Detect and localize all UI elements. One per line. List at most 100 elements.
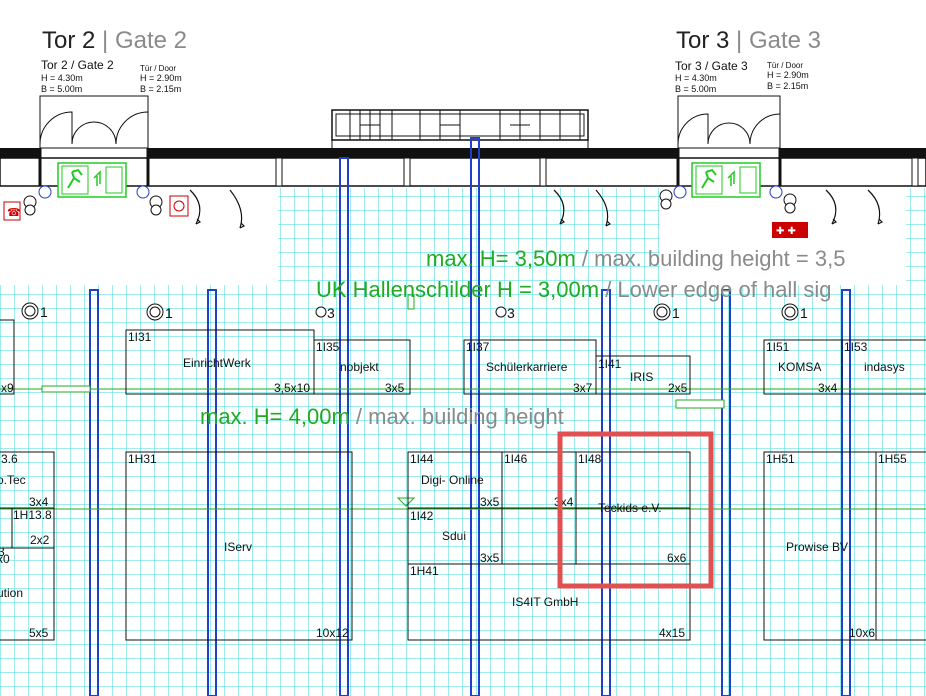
svg-text:1: 1 [165, 305, 173, 321]
height-note-mid: max. H= 4,00m / max. building height [200, 404, 564, 429]
booth-1H51: 1H51 Prowise BV [763, 451, 877, 641]
svg-text:✚ ✚: ✚ ✚ [776, 226, 796, 237]
svg-text:B = 2.15m: B = 2.15m [767, 81, 808, 91]
booth-1I35: 1I35 nobjekt 3x5 [313, 339, 411, 395]
svg-text:1I37: 1I37 [466, 340, 490, 354]
svg-text:H = 4.30m: H = 4.30m [675, 73, 717, 83]
svg-text:1I41: 1I41 [598, 357, 622, 371]
booth-teckids: Teckids e.V. 6x6 [575, 501, 691, 565]
booth-left-h13: 1H13.8 2x2 [11, 507, 55, 549]
booth-1I44: 1I44 Digi- Online [407, 451, 503, 509]
svg-text:max. H= 3,50m / max. building: max. H= 3,50m / max. building height = 3… [426, 246, 845, 271]
booth-1H55: 1H55 10x6 [849, 451, 926, 641]
booth-1I51: 1I51 KOMSA 3x4 [763, 339, 843, 395]
booth-1I42: 1I42 Sdui 3x5 [407, 507, 503, 565]
svg-text:3x5: 3x5 [385, 381, 405, 395]
svg-text:Schülerkarriere: Schülerkarriere [486, 360, 568, 374]
svg-text:3x7: 3x7 [573, 381, 593, 395]
svg-text:Tor 2 / Gate 2: Tor 2 / Gate 2 [41, 58, 114, 72]
height-note-sign-edge: UK Hallenschilder H = 3,00m / Lower edge… [316, 277, 831, 302]
svg-text:3x4: 3x4 [554, 495, 574, 509]
svg-text:Tor 3 / Gate 3: Tor 3 / Gate 3 [675, 59, 748, 73]
svg-text:indasys: indasys [864, 360, 905, 374]
svg-text:Tür / Door: Tür / Door [767, 61, 803, 70]
svg-text:max. H= 4,00m / max. building: max. H= 4,00m / max. building height [200, 404, 564, 429]
svg-text:Sdui: Sdui [442, 529, 466, 543]
column-markers: 1 1 3 3 1 1 [21, 302, 808, 321]
svg-text:1: 1 [800, 305, 808, 321]
svg-text:1H55: 1H55 [878, 452, 907, 466]
svg-text:EinrichtWerk: EinrichtWerk [183, 356, 252, 370]
svg-text:1I46: 1I46 [504, 452, 528, 466]
svg-text:2x2: 2x2 [30, 533, 50, 547]
booth-1I37: 1I37 Schülerkarriere 3x7 [463, 339, 597, 395]
svg-text:Tor 2 | Gate 2: Tor 2 | Gate 2 [42, 27, 187, 54]
gate-2-label: Tor 2 | Gate 2 Tor 2 / Gate 2 H = 4.30m … [41, 27, 187, 94]
svg-text:3x5: 3x5 [480, 551, 500, 565]
svg-text:10x12: 10x12 [316, 626, 349, 640]
svg-text:H = 2.90m: H = 2.90m [140, 73, 182, 83]
svg-text:o.Tec: o.Tec [0, 473, 26, 487]
sprinkler-icon [23, 185, 797, 216]
svg-text:10x6: 10x6 [849, 626, 875, 640]
svg-text:Teckids e.V.: Teckids e.V. [598, 501, 662, 515]
svg-text:2x5: 2x5 [668, 381, 688, 395]
svg-text:1I42: 1I42 [410, 509, 434, 523]
fire-extinguisher-icon [169, 195, 189, 217]
svg-text:1I44: 1I44 [410, 452, 434, 466]
gate-2-doors [39, 95, 149, 149]
svg-text:3,5x10: 3,5x10 [274, 381, 310, 395]
booth-1H41: 1H41 IS4IT GmbH 4x15 [407, 563, 691, 641]
svg-text:1H31: 1H31 [128, 452, 157, 466]
door-arc-icon [189, 189, 884, 229]
structural-columns [89, 137, 851, 696]
svg-text:1I35: 1I35 [316, 340, 340, 354]
svg-text:IServ: IServ [224, 540, 252, 554]
svg-text:1H13.8: 1H13.8 [13, 508, 52, 522]
svg-text:5x5: 5x5 [29, 626, 49, 640]
svg-text:1I31: 1I31 [128, 330, 152, 344]
svg-text:1I51: 1I51 [766, 340, 790, 354]
svg-text:H = 2.90m: H = 2.90m [767, 70, 809, 80]
grid-area [0, 188, 926, 696]
hall-wall [0, 148, 926, 187]
fire-extinguisher-icon: ☎ [3, 201, 21, 221]
svg-text:3x4: 3x4 [29, 495, 49, 509]
booth-1I41: 1I41 IRIS 2x5 [595, 355, 691, 395]
svg-text:1H51: 1H51 [766, 452, 795, 466]
svg-text:x9: x9 [1, 381, 14, 395]
svg-text:1I48: 1I48 [578, 452, 602, 466]
stair-structure [331, 109, 589, 148]
svg-text:6x6: 6x6 [667, 551, 687, 565]
svg-text:nobjekt: nobjekt [340, 360, 379, 374]
svg-text:☎: ☎ [7, 206, 21, 219]
svg-text:3x5: 3x5 [480, 495, 500, 509]
svg-text:1I53: 1I53 [844, 340, 868, 354]
svg-text:4x15: 4x15 [659, 626, 685, 640]
svg-text:Prowise BV: Prowise BV [786, 540, 848, 554]
svg-text:Digi- Online: Digi- Online [421, 473, 484, 487]
height-note-top: max. H= 3,50m / max. building height = 3… [426, 246, 845, 271]
guide-lines [0, 294, 926, 510]
svg-text:KOMSA: KOMSA [778, 360, 821, 374]
booth-1I53: 1I53 indasys [841, 339, 926, 395]
svg-text:B = 5.00m: B = 5.00m [41, 84, 82, 94]
svg-text:3.6: 3.6 [1, 452, 18, 466]
booth-highlight [557, 431, 714, 589]
svg-text:3x4: 3x4 [818, 381, 838, 395]
svg-text:H = 4.30m: H = 4.30m [41, 73, 83, 83]
svg-text:x0: x0 [0, 552, 10, 566]
emergency-exit-icon [57, 162, 127, 198]
svg-text:3: 3 [507, 305, 515, 321]
gate-3-label: Tor 3 | Gate 3 Tor 3 / Gate 3 H = 4.30m … [675, 27, 821, 94]
svg-text:1: 1 [40, 304, 48, 320]
svg-text:3: 3 [0, 545, 5, 559]
svg-text:1H41: 1H41 [410, 564, 439, 578]
emergency-exit-icon [691, 162, 761, 198]
booth-1H31: 1H31 IServ 10x12 [125, 451, 353, 641]
booth-left-low: 3 x0 ution 5x5 [0, 545, 55, 641]
svg-text:3: 3 [327, 305, 335, 321]
svg-text:Tür / Door: Tür / Door [140, 64, 176, 73]
svg-text:ution: ution [0, 586, 23, 600]
